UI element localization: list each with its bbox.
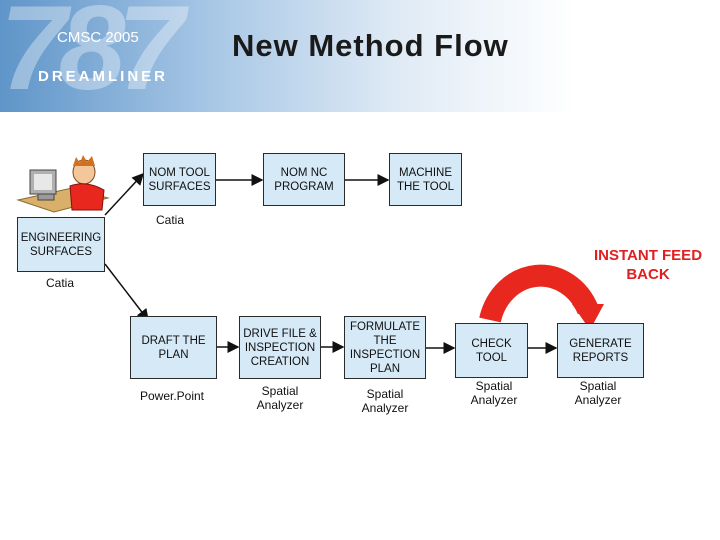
label-spatial-analyzer-1: Spatial Analyzer xyxy=(256,384,304,412)
label-spatial-analyzer-4: Spatial Analyzer xyxy=(574,379,622,407)
box-engineering-surfaces: ENGINEERING SURFACES xyxy=(17,217,105,272)
box-drive-file-inspection-creation: DRIVE FILE & INSPECTION CREATION xyxy=(239,316,321,379)
box-machine-the-tool: MACHINE THE TOOL xyxy=(389,153,462,206)
curved-feedback-arrow-icon xyxy=(479,264,599,323)
box-generate-reports: GENERATE REPORTS xyxy=(557,323,644,378)
box-nom-tool-surfaces: NOM TOOL SURFACES xyxy=(143,153,216,206)
page-title: New Method Flow xyxy=(232,28,509,63)
label-catia-lower: Catia xyxy=(45,276,74,290)
label-catia-upper: Catia xyxy=(155,213,184,227)
header-banner: 787 CMSC 2005 DREAMLINER xyxy=(0,0,720,112)
box-nom-nc-program: NOM NC PROGRAM xyxy=(263,153,345,206)
engineer-at-computer-icon xyxy=(16,155,110,213)
787-watermark: 787 xyxy=(0,0,184,115)
label-spatial-analyzer-2: Spatial Analyzer xyxy=(361,387,409,415)
instant-feedback-label: INSTANT FEED BACK xyxy=(593,247,703,283)
event-label: CMSC 2005 xyxy=(57,29,139,46)
label-spatial-analyzer-3: Spatial Analyzer xyxy=(470,379,518,407)
box-formulate-inspection-plan: FORMULATE THE INSPECTION PLAN xyxy=(344,316,426,379)
dreamliner-logo: DREAMLINER xyxy=(38,68,168,85)
box-draft-the-plan: DRAFT THE PLAN xyxy=(130,316,217,379)
box-check-tool: CHECK TOOL xyxy=(455,323,528,378)
label-powerpoint: Power.Point xyxy=(139,389,205,403)
